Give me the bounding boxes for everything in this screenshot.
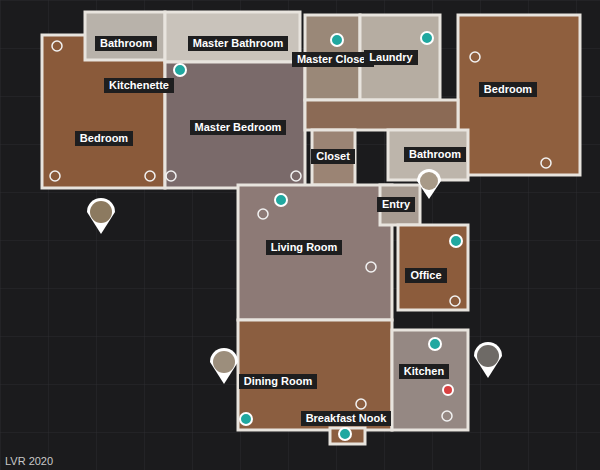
view-marker (470, 52, 480, 62)
room-label: Master Bathroom (188, 36, 288, 51)
view-marker (174, 64, 186, 76)
view-marker (442, 411, 452, 421)
room-floor (165, 62, 305, 188)
room-label: Kitchenette (104, 78, 174, 93)
room-name: Kitchen (404, 365, 444, 377)
view-marker (291, 171, 301, 181)
view-marker (366, 262, 376, 272)
room-label: Breakfast Nook (301, 411, 392, 426)
room-floor (458, 15, 580, 175)
view-marker (145, 171, 155, 181)
room-name: Living Room (271, 241, 338, 253)
room-label: Bathroom (404, 147, 466, 162)
room-name: Bathroom (409, 148, 461, 160)
view-marker (450, 296, 460, 306)
view-marker (356, 399, 366, 409)
photo-pins (87, 169, 502, 384)
view-marker (443, 385, 453, 395)
room-name: Entry (382, 198, 410, 210)
room-floor (312, 130, 355, 185)
room-name: Bedroom (484, 83, 532, 95)
photo-pin (417, 169, 441, 199)
room-name: Master Bathroom (193, 37, 283, 49)
room-name: Dining Room (244, 375, 312, 387)
photo-pin (210, 348, 238, 384)
view-marker (541, 158, 551, 168)
room-label: Bedroom (75, 131, 133, 146)
view-marker (331, 34, 343, 46)
room-label: Closet (311, 149, 355, 164)
rooms (42, 12, 580, 444)
room-floor (305, 100, 458, 130)
view-marker (450, 235, 462, 247)
view-marker (166, 171, 176, 181)
view-marker (339, 428, 351, 440)
room-label: Entry (377, 197, 415, 212)
room-name: Office (410, 269, 441, 281)
room-name: Master Bedroom (195, 121, 282, 133)
photo-pin (474, 342, 502, 378)
room-floor (398, 225, 468, 310)
room-label: Kitchen (399, 364, 449, 379)
room-label: Dining Room (239, 374, 317, 389)
photo-pin (87, 198, 115, 234)
view-marker (50, 171, 60, 181)
room-label: Master Bedroom (190, 120, 287, 135)
room-label: Master Closet (292, 52, 374, 67)
room-label: Bathroom (95, 36, 157, 51)
room-floor (238, 185, 392, 320)
room-name: Bathroom (100, 37, 152, 49)
room-name: Laundry (369, 51, 412, 63)
room-floor (330, 428, 365, 444)
view-marker (52, 41, 62, 51)
view-markers (50, 41, 551, 421)
view-marker (429, 338, 441, 350)
room-name: Master Closet (297, 53, 369, 65)
room-floor (165, 12, 300, 62)
room-floor (238, 320, 392, 430)
room-floor (85, 12, 165, 60)
room-floor (392, 330, 468, 430)
view-marker (240, 413, 252, 425)
room-name: Kitchenette (109, 79, 169, 91)
view-marker (258, 209, 268, 219)
room-label: Bedroom (479, 82, 537, 97)
room-name: Closet (316, 150, 350, 162)
room-label: Office (405, 268, 446, 283)
view-marker (275, 194, 287, 206)
room-floor (360, 15, 440, 100)
current-markers (174, 32, 462, 440)
view-marker (421, 32, 433, 44)
room-label: Living Room (266, 240, 343, 255)
watermark: LVR 2020 (5, 455, 53, 467)
room-label: Laundry (364, 50, 417, 65)
room-name: Breakfast Nook (306, 412, 387, 424)
room-name: Bedroom (80, 132, 128, 144)
